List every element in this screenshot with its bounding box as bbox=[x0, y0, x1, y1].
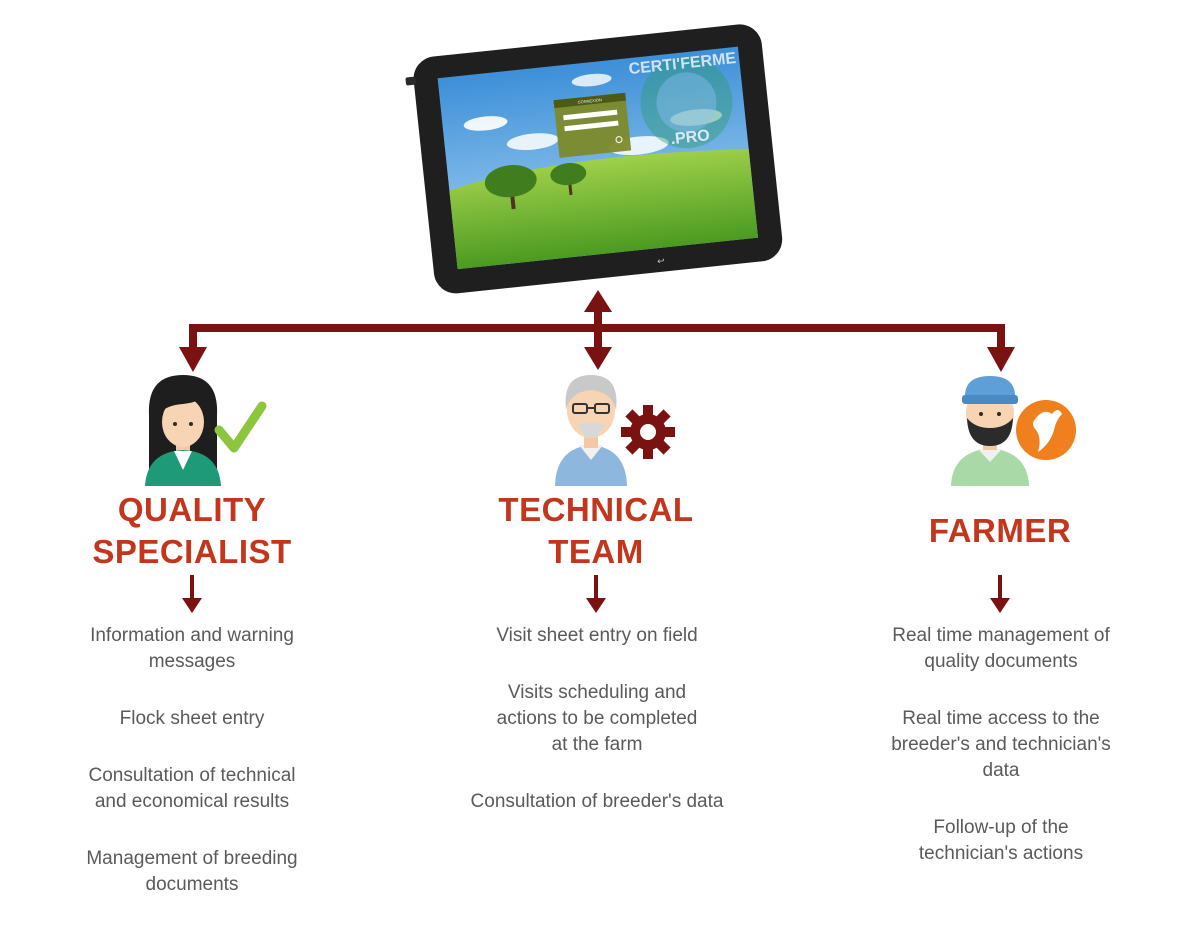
technical-team-avatar bbox=[555, 375, 627, 486]
logo-text-bottom: .PRO bbox=[670, 127, 711, 148]
title-line: FARMER bbox=[928, 512, 1072, 549]
arrow-down-icon bbox=[987, 347, 1015, 372]
rooster-icon bbox=[1016, 400, 1076, 460]
list-item: Flock sheet entry bbox=[119, 708, 265, 729]
list-item: Visits scheduling and actions to be comp… bbox=[496, 682, 698, 755]
title-line: TEAM bbox=[548, 533, 644, 570]
tablet-device: CONNEXION CERTI'FERME .PRO ↩ bbox=[405, 24, 783, 294]
arrow-down-icon bbox=[586, 598, 606, 613]
role-title-technical-team: TECHNICAL TEAM bbox=[496, 489, 696, 573]
arrow-down-icon bbox=[179, 347, 207, 372]
tree-icon bbox=[550, 162, 587, 196]
list-item: Consultation of technical and economical… bbox=[88, 765, 296, 812]
gear-icon bbox=[621, 405, 675, 459]
login-username-field[interactable] bbox=[563, 109, 618, 121]
tablet-screen: CONNEXION CERTI'FERME .PRO bbox=[437, 46, 758, 270]
login-panel: CONNEXION bbox=[553, 92, 632, 158]
list-item: Follow-up of the technician's actions bbox=[918, 817, 1084, 864]
role-title-farmer: FARMER bbox=[900, 510, 1100, 552]
title-line: QUALITY bbox=[117, 491, 267, 528]
quality-specialist-avatar bbox=[145, 375, 221, 486]
connector-arrows bbox=[179, 290, 1015, 613]
login-password-field[interactable] bbox=[564, 120, 619, 132]
list-item: Management of breeding documents bbox=[86, 848, 298, 895]
quality-specialist-tasks: Information and warning messages Flock s… bbox=[86, 623, 298, 929]
tree-icon bbox=[484, 164, 537, 210]
arrow-down-icon bbox=[182, 598, 202, 613]
arrow-down-icon bbox=[990, 598, 1010, 613]
arrow-up-icon bbox=[584, 290, 612, 312]
list-item: Information and warning messages bbox=[90, 625, 294, 672]
title-line: TECHNICAL bbox=[498, 491, 694, 528]
list-item: Real time management of quality document… bbox=[892, 625, 1110, 672]
farmer-tasks: Real time management of quality document… bbox=[890, 623, 1112, 898]
farmer-avatar bbox=[951, 376, 1029, 486]
list-item: Consultation of breeder's data bbox=[470, 791, 724, 812]
arrow-down-icon bbox=[584, 347, 612, 370]
list-item: Real time access to the breeder's and te… bbox=[891, 708, 1111, 781]
role-title-quality-specialist: QUALITY SPECIALIST bbox=[92, 489, 292, 573]
title-line: SPECIALIST bbox=[92, 533, 292, 570]
list-item: Visit sheet entry on field bbox=[496, 625, 698, 646]
login-title: CONNEXION bbox=[577, 97, 602, 105]
login-submit-button[interactable] bbox=[615, 136, 623, 144]
back-button-icon[interactable]: ↩ bbox=[657, 257, 666, 268]
technical-team-tasks: Visit sheet entry on field Visits schedu… bbox=[466, 623, 728, 846]
checkmark-icon bbox=[214, 401, 267, 453]
